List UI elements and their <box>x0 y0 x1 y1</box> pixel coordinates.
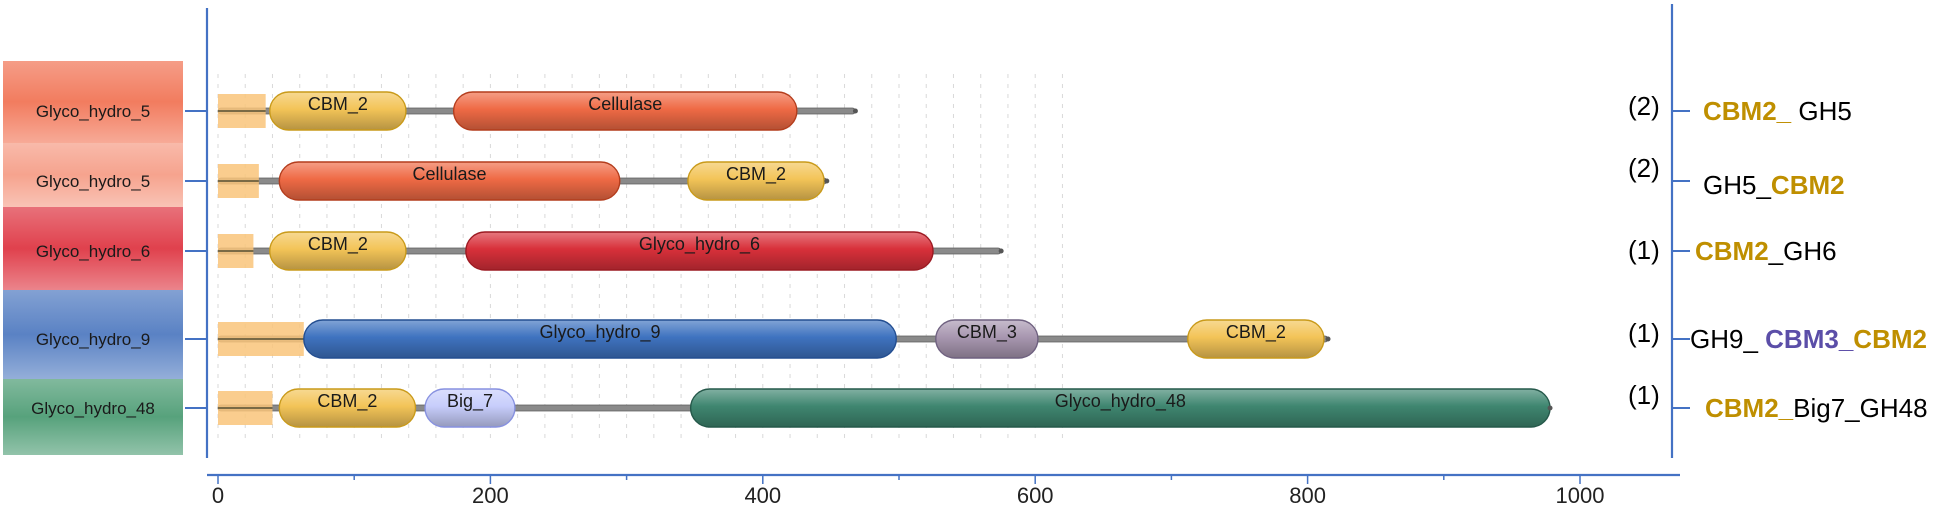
domain-glyco-hydro-9 <box>303 319 897 359</box>
family-band <box>3 207 183 290</box>
domain-label: CBM_2 <box>726 164 786 185</box>
x-tick-label: 400 <box>744 483 781 508</box>
architecture-count: (1) <box>1628 235 1660 265</box>
architecture-count: (1) <box>1628 318 1660 348</box>
domain-label: CBM_2 <box>308 234 368 255</box>
domain-label: CBM_2 <box>1226 322 1286 343</box>
architecture-part: CBM3_ <box>1765 324 1854 354</box>
c-terminus <box>1325 336 1331 342</box>
family-band <box>3 379 183 455</box>
domain-label: Cellulase <box>588 94 662 114</box>
family-label: Glyco_hydro_9 <box>36 330 150 349</box>
domain-cbm-2 <box>269 231 407 271</box>
c-terminus <box>1547 405 1553 411</box>
family-label-column: Glyco_hydro_5Glyco_hydro_5Glyco_hydro_6G… <box>3 61 183 455</box>
x-tick-label: 800 <box>1289 483 1326 508</box>
c-terminus <box>998 248 1004 254</box>
architecture-part: CBM2 <box>1853 324 1927 354</box>
family-label: Glyco_hydro_48 <box>31 399 155 418</box>
architecture-part: GH5 <box>1791 96 1852 126</box>
x-tick-label: 200 <box>472 483 509 508</box>
family-band <box>3 290 183 379</box>
protein-row: CBM_2 Glyco_hydro_6 <box>217 231 1004 271</box>
architecture-summary-column: (2)CBM2_ GH5(2)GH5_CBM2(1)CBM2_GH6(1)GH9… <box>1628 91 1928 423</box>
protein-row: Glyco_hydro_9 CBM_3 CBM_2 <box>217 319 1331 359</box>
architecture-label: CBM2_ GH5 <box>1703 96 1852 126</box>
architecture-part: CBM2 <box>1771 170 1845 200</box>
domain-cbm-2 <box>1187 319 1325 359</box>
architecture-part: CBM2_ <box>1705 393 1794 423</box>
architecture-part: GH5_ <box>1703 170 1771 200</box>
family-label: Glyco_hydro_6 <box>36 242 150 261</box>
c-terminus <box>852 108 858 114</box>
c-terminus <box>824 178 830 184</box>
domain-cbm-2 <box>278 388 417 428</box>
architecture-part: _GH6 <box>1768 236 1837 266</box>
architecture-label: CBM2_Big7_GH48 <box>1705 393 1928 423</box>
domain-cbm-2 <box>687 161 825 201</box>
domain-label: Glyco_hydro_48 <box>1055 391 1186 412</box>
family-band <box>3 143 183 207</box>
family-band <box>3 61 183 143</box>
protein-row: Cellulase CBM_2 <box>217 161 830 201</box>
domain-label: Glyco_hydro_6 <box>639 234 760 255</box>
family-label: Glyco_hydro_5 <box>36 102 150 121</box>
architecture-count: (1) <box>1628 380 1660 410</box>
axes: 0 200 400 600 800 1000 <box>185 4 1690 508</box>
architecture-label: GH9_ CBM3_CBM2 <box>1690 324 1927 354</box>
domain-cbm-3 <box>935 319 1039 359</box>
x-tick-label: 0 <box>212 483 224 508</box>
domain-label: Big_7 <box>447 391 493 412</box>
domain-label: CBM_3 <box>957 322 1017 343</box>
architecture-count: (2) <box>1628 153 1660 183</box>
architecture-part: CBM2 <box>1695 236 1769 266</box>
architecture-part: Big7_GH48 <box>1793 393 1927 423</box>
protein-row: CBM_2 Big_7 Glyco_hydro_48 <box>217 388 1553 428</box>
protein-row: CBM_2 Cellulase <box>217 91 858 131</box>
domain-big-7 <box>424 388 516 428</box>
domain-cellulase <box>278 161 621 201</box>
architecture-label: GH5_CBM2 <box>1703 170 1845 200</box>
family-label: Glyco_hydro_5 <box>36 172 150 191</box>
domain-label: Cellulase <box>413 164 487 184</box>
architecture-part: CBM2_ <box>1703 96 1792 126</box>
domain-label: Glyco_hydro_9 <box>540 322 661 343</box>
domain-label: CBM_2 <box>308 94 368 115</box>
architecture-part: GH9_ <box>1690 324 1765 354</box>
x-tick-label: 1000 <box>1556 483 1605 508</box>
x-tick-label: 600 <box>1017 483 1054 508</box>
domain-cbm-2 <box>269 91 407 131</box>
domain-cellulase <box>452 91 798 131</box>
domain-glyco-hydro-6 <box>465 231 934 271</box>
architecture-label: CBM2_GH6 <box>1695 236 1837 266</box>
domain-label: CBM_2 <box>317 391 377 412</box>
architecture-count: (2) <box>1628 91 1660 121</box>
